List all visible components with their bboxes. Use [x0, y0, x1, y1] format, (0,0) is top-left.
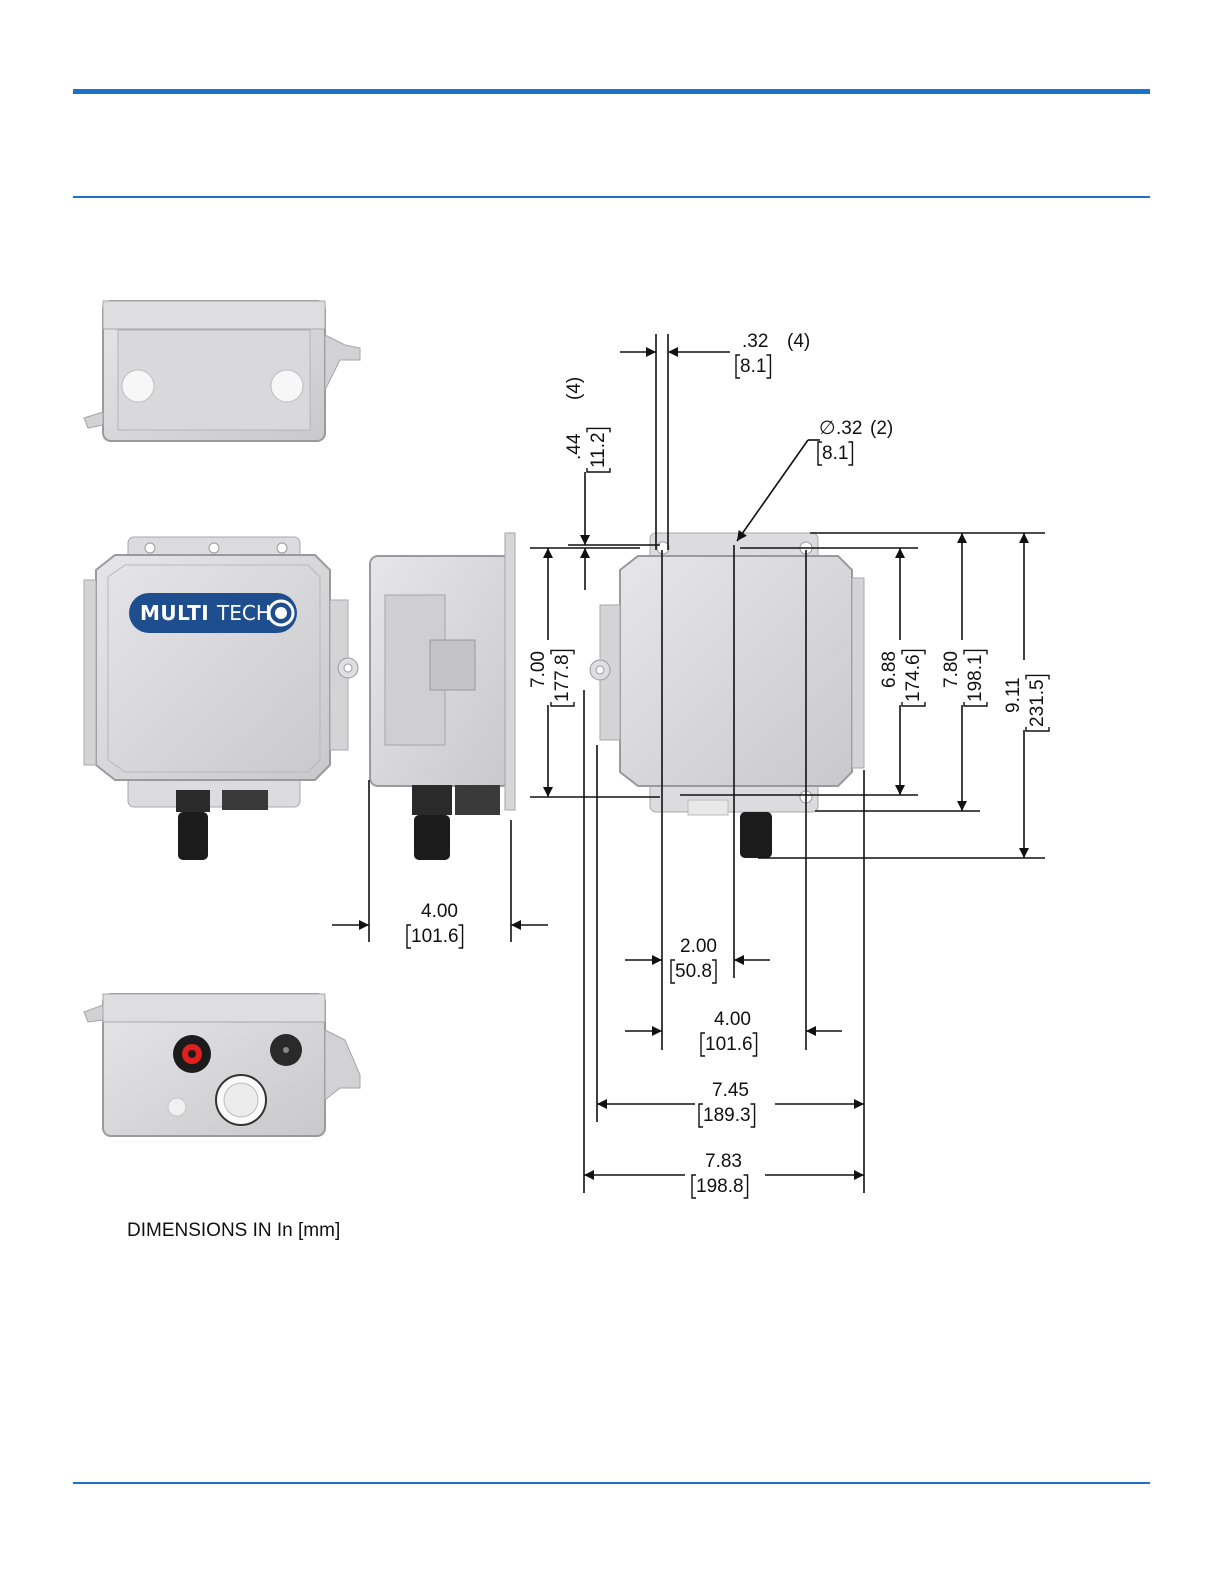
dim-center-pitch-in: 2.00	[680, 936, 717, 957]
mm-bracket	[751, 1104, 755, 1127]
mm-bracket	[459, 925, 463, 948]
dim-depth-mm: 101.6	[411, 926, 459, 947]
connector	[222, 790, 268, 810]
dim-tab-height-in: .44	[564, 433, 585, 460]
logo-text-bold: MULTI	[140, 601, 209, 625]
dim-depth-in: 4.00	[421, 901, 458, 922]
dim-hole-spacing-mm: 8.1	[740, 356, 766, 377]
dim-body-height-in: 7.80	[941, 651, 962, 688]
mm-bracket	[744, 1175, 748, 1198]
cable-gland	[414, 815, 450, 860]
dim-diameter-symbol: ∅	[819, 418, 836, 439]
dim-inner-height-mm: 174.6	[903, 654, 924, 702]
dim-side-height-in: 7.00	[528, 651, 549, 688]
mm-bracket	[1026, 675, 1049, 679]
dim-diameter-in: .32	[836, 418, 862, 439]
cable-gland	[178, 812, 208, 860]
latch	[325, 335, 360, 390]
dim-overall-width-mm: 198.8	[696, 1176, 744, 1197]
dim-inner-height-in: 6.88	[879, 651, 900, 688]
logo-text-light: TECH	[216, 601, 271, 625]
mm-bracket	[848, 442, 852, 465]
connector	[455, 785, 500, 815]
mm-bracket	[551, 650, 574, 654]
mm-bracket	[766, 355, 770, 378]
mounting-hole	[271, 370, 303, 402]
dim-overall-height-in: 9.11	[1003, 677, 1024, 713]
top-view	[84, 301, 360, 441]
mm-bracket	[964, 650, 987, 654]
dim-hole-spacing-in: .32	[742, 331, 768, 352]
dim-hole-spacing-qty: (4)	[787, 331, 810, 352]
mm-bracket	[902, 650, 925, 654]
dim-center-pitch-mm: 50.8	[675, 961, 712, 982]
back-view	[590, 533, 864, 858]
dim-overall-width-in: 7.83	[705, 1151, 742, 1172]
mm-bracket	[587, 428, 610, 432]
front-view: MULTI TECH	[84, 537, 358, 860]
dim-diameter-qty: (2)	[870, 418, 893, 439]
mounting-hole	[122, 370, 154, 402]
mm-bracket	[753, 1033, 757, 1056]
bottom-view	[84, 994, 360, 1136]
multitech-logo: MULTI TECH	[129, 593, 297, 633]
dim-overall-height-mm: 231.5	[1027, 679, 1048, 727]
dim-diameter-mm: 8.1	[822, 443, 848, 464]
dimensions-caption: DIMENSIONS IN In [mm]	[127, 1220, 340, 1242]
dim-outer-pitch-in: 4.00	[714, 1009, 751, 1030]
mm-bracket	[712, 960, 716, 983]
dim-side-height-mm: 177.8	[552, 654, 573, 702]
dim-tab-height-qty: (4)	[564, 377, 585, 400]
cable-gland	[740, 812, 772, 858]
dim-body-width-in: 7.45	[712, 1080, 749, 1101]
side-view	[370, 533, 515, 860]
dim-tab-height-mm: 11.2	[588, 432, 609, 468]
dim-body-width-mm: 189.3	[703, 1105, 751, 1126]
dim-body-height-mm: 198.1	[965, 654, 986, 702]
dim-outer-pitch-mm: 101.6	[705, 1034, 753, 1055]
